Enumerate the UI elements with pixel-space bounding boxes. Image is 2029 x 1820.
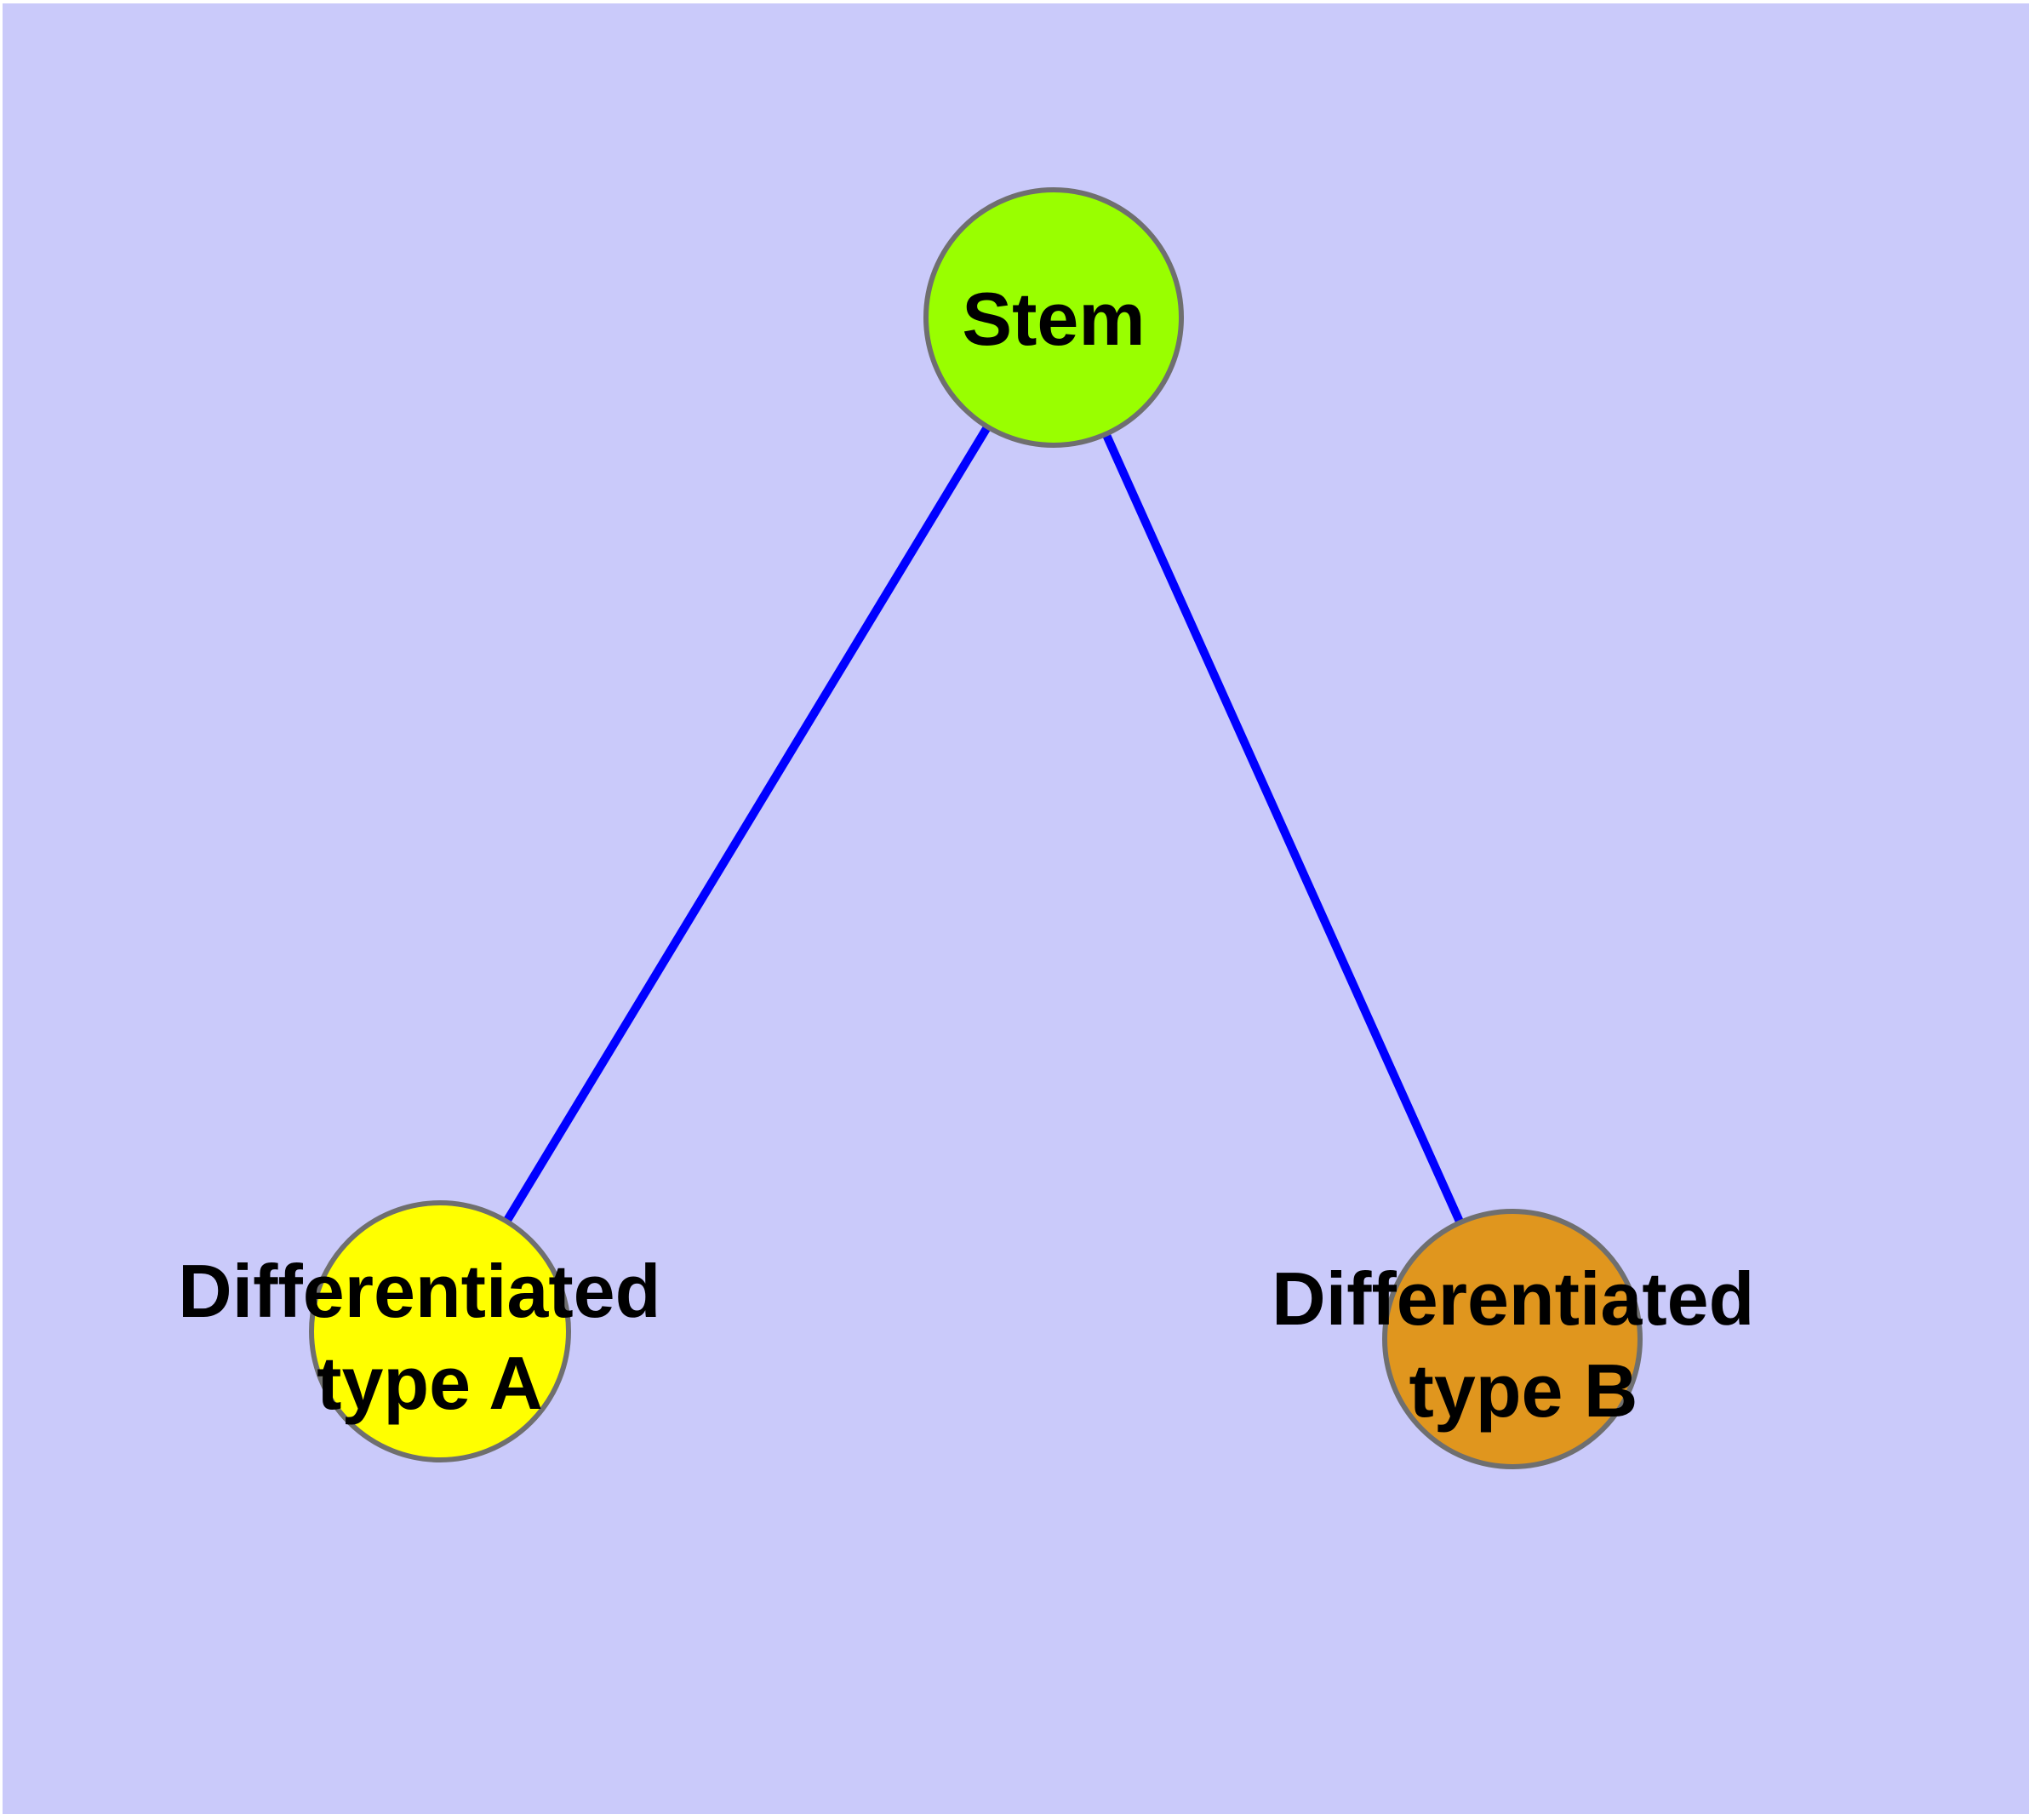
node-stem-label: Stem bbox=[962, 277, 1145, 361]
node-type-a-label: Differentiated type A bbox=[178, 1249, 682, 1425]
node-type-a-circle bbox=[309, 1200, 571, 1462]
edge-stem-to-type-b bbox=[1049, 315, 1517, 1342]
node-type-b-label-line1: Differentiated bbox=[1272, 1256, 1754, 1341]
node-type-b-label: Differentiated type B bbox=[1272, 1256, 1775, 1433]
node-type-a-label-line2: type A bbox=[317, 1341, 543, 1425]
node-type-b-circle bbox=[1382, 1209, 1643, 1469]
node-type-a-label-line1: Differentiated bbox=[178, 1249, 660, 1333]
edge-stem-to-type-a bbox=[436, 315, 1058, 1334]
node-type-b-label-line2: type B bbox=[1409, 1348, 1638, 1433]
node-stem-circle bbox=[923, 187, 1184, 448]
